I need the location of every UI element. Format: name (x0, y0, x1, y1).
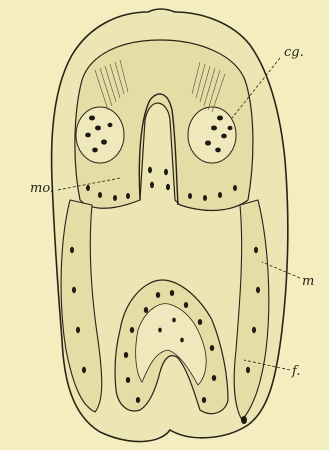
label-m: m (302, 274, 314, 289)
right-cavity (188, 107, 236, 163)
label-f: f. (291, 364, 300, 379)
left-cavity (76, 107, 124, 163)
label-cg: cg. (284, 45, 304, 60)
label-mo: mo. (30, 181, 54, 196)
